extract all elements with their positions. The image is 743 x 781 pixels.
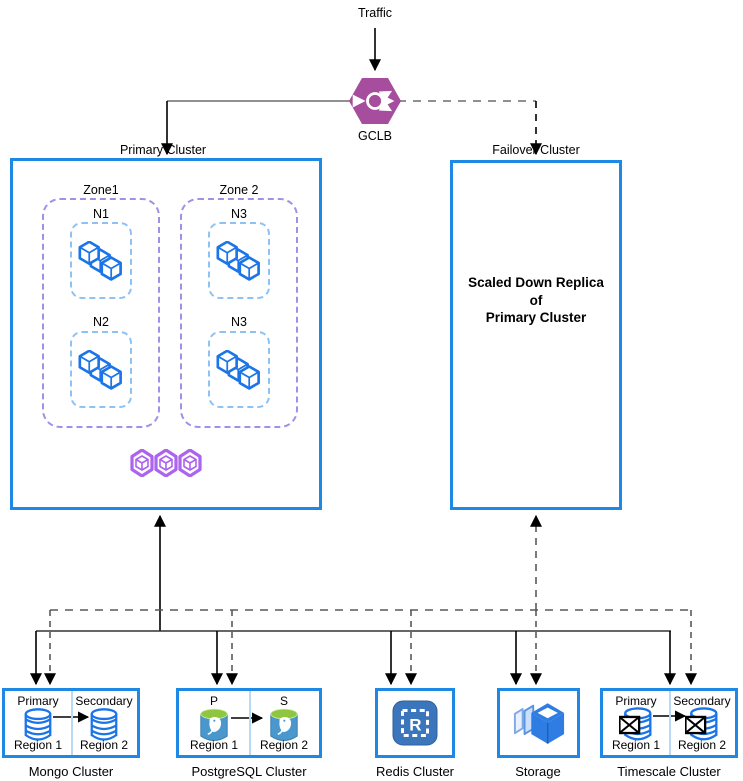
zone2-box [180, 198, 298, 428]
mongo-secondary-label: Secondary [75, 694, 133, 708]
failover-description: Scaled Down Replica of Primary Cluster [450, 274, 622, 327]
zone1-label: Zone1 [83, 183, 119, 197]
zone2-label: Zone 2 [219, 183, 259, 197]
postgresql-primary-label: P [209, 694, 218, 708]
mongo-cluster-name: Mongo Cluster [28, 764, 114, 779]
postgresql-secondary-label: S [279, 694, 288, 708]
failover-description-line2: of [529, 292, 543, 308]
failover-description-line3: Primary Cluster [485, 310, 587, 326]
node-n2-label: N2 [93, 315, 109, 329]
node-n3b-box [208, 331, 270, 408]
timescale-region-divider [669, 691, 671, 755]
node-n1-box [70, 222, 132, 299]
node-n3b-label: N3 [231, 315, 247, 329]
storage-box [497, 688, 580, 758]
failover-description-line1: Scaled Down Replica [468, 275, 604, 290]
postgresql-region2-label: Region 2 [259, 738, 309, 752]
postgresql-region1-label: Region 1 [189, 738, 239, 752]
timescale-secondary-label: Secondary [673, 694, 731, 708]
node-n1-workload-cubes-icon [78, 241, 124, 281]
primary-cluster-label: Primary Cluster [119, 143, 207, 157]
postgresql-cluster-name: PostgreSQL Cluster [191, 764, 307, 779]
primary-cluster-box [10, 158, 322, 510]
mongo-region1-label: Region 1 [13, 738, 63, 752]
redis-chip-icon [378, 691, 452, 755]
node-n1-label: N1 [93, 207, 109, 221]
node-n2-box [70, 331, 132, 408]
postgresql-cluster-box: P S Region 1 Region 2 [176, 688, 322, 758]
failover-cluster-label: Failover Cluster [492, 143, 580, 157]
gclb-label: GCLB [357, 129, 393, 143]
traffic-label: Traffic [357, 6, 393, 20]
mongo-region-divider [71, 691, 73, 755]
storage-name: Storage [515, 764, 561, 779]
timescale-region1-label: Region 1 [611, 738, 661, 752]
storage-buckets-icon [500, 691, 577, 755]
gclb-load-balancer-icon [349, 78, 401, 124]
node-n3a-workload-cubes-icon [216, 241, 262, 281]
timescale-cluster-box: Primary Secondary Region 1 Region 2 [600, 688, 738, 758]
gke-hexagon-cubes-icon [130, 448, 202, 477]
mongo-primary-label: Primary [17, 694, 59, 708]
failover-cluster-box [450, 160, 622, 510]
mongo-cluster-box: Primary Secondary Region 1 Region 2 [2, 688, 140, 758]
node-n2-workload-cubes-icon [78, 350, 124, 390]
timescale-region2-label: Region 2 [677, 738, 727, 752]
timescale-primary-label: Primary [615, 694, 657, 708]
zone1-box [42, 198, 160, 428]
node-n3a-label: N3 [231, 207, 247, 221]
mongo-region2-label: Region 2 [79, 738, 129, 752]
node-n3a-box [208, 222, 270, 299]
redis-cluster-box [375, 688, 455, 758]
timescale-cluster-name: Timescale Cluster [617, 764, 721, 779]
postgresql-region-divider [249, 691, 251, 755]
redis-cluster-name: Redis Cluster [375, 764, 455, 779]
node-n3b-workload-cubes-icon [216, 350, 262, 390]
